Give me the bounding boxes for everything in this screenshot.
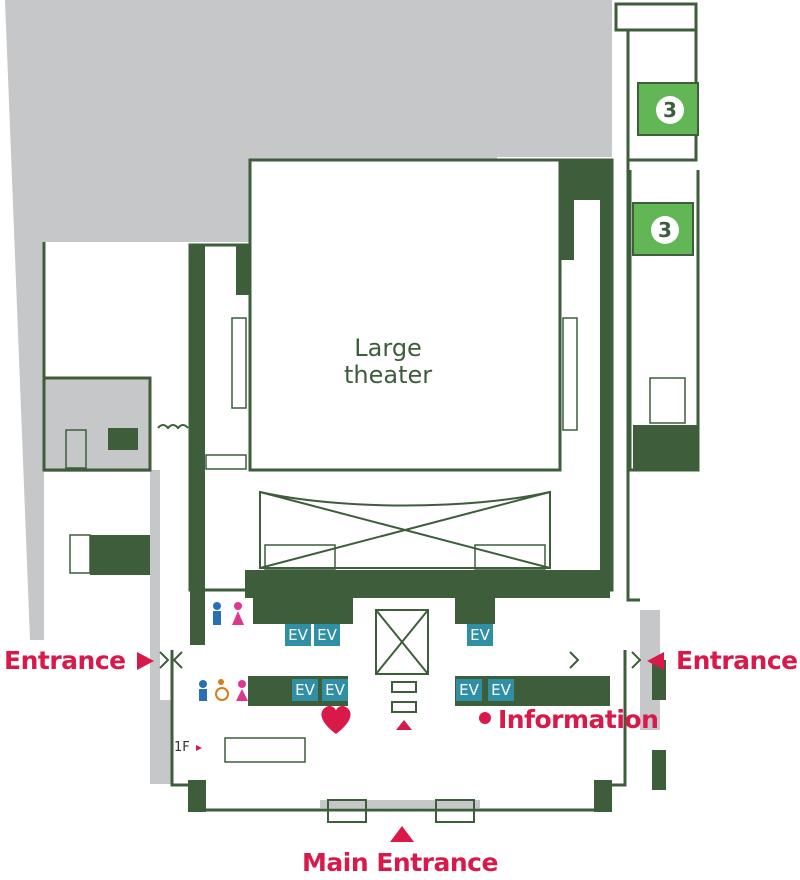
zone-badge: 3 <box>637 82 699 136</box>
main-entrance-label: Main Entrance <box>302 848 498 877</box>
entrance-left-label: Entrance <box>4 646 126 675</box>
up-arrow-icon <box>396 720 412 730</box>
information-dot-icon <box>479 712 491 724</box>
main-entrance-arrow-icon <box>390 826 414 842</box>
elevator-badge: EV <box>488 679 514 701</box>
large-theater-room <box>248 158 562 472</box>
elevator-badge: EV <box>292 679 318 701</box>
stairs <box>65 317 686 763</box>
elevator-badge: EV <box>314 624 340 646</box>
zone-number: 3 <box>651 216 679 244</box>
elevator-badge: EV <box>322 679 348 701</box>
accessible-restroom-icon <box>215 679 229 701</box>
aed-heart-icon <box>321 705 351 734</box>
entrance-arrow-icon <box>137 652 154 670</box>
floor-marker-label: 1F <box>174 740 190 755</box>
entrance-arrow-icon <box>647 652 664 670</box>
floor-marker-arrow-icon <box>196 745 202 751</box>
information-label: Information <box>498 705 659 734</box>
central-escalator <box>375 609 429 713</box>
elevator-badge: EV <box>456 679 482 701</box>
elevator-badge: EV <box>285 624 311 646</box>
female-restroom-icon <box>232 602 248 701</box>
large-theater-line2: theater <box>344 361 433 389</box>
zone-number: 3 <box>656 96 684 124</box>
zone-badge: 3 <box>632 202 694 256</box>
doors <box>157 424 642 823</box>
male-restroom-icon <box>199 602 221 701</box>
stage-area <box>259 490 551 569</box>
large-theater-line1: Large <box>354 334 422 362</box>
entrance-right-label: Entrance <box>676 646 798 675</box>
elevator-badge: EV <box>467 624 493 646</box>
large-theater-label: Large theater <box>344 335 432 389</box>
